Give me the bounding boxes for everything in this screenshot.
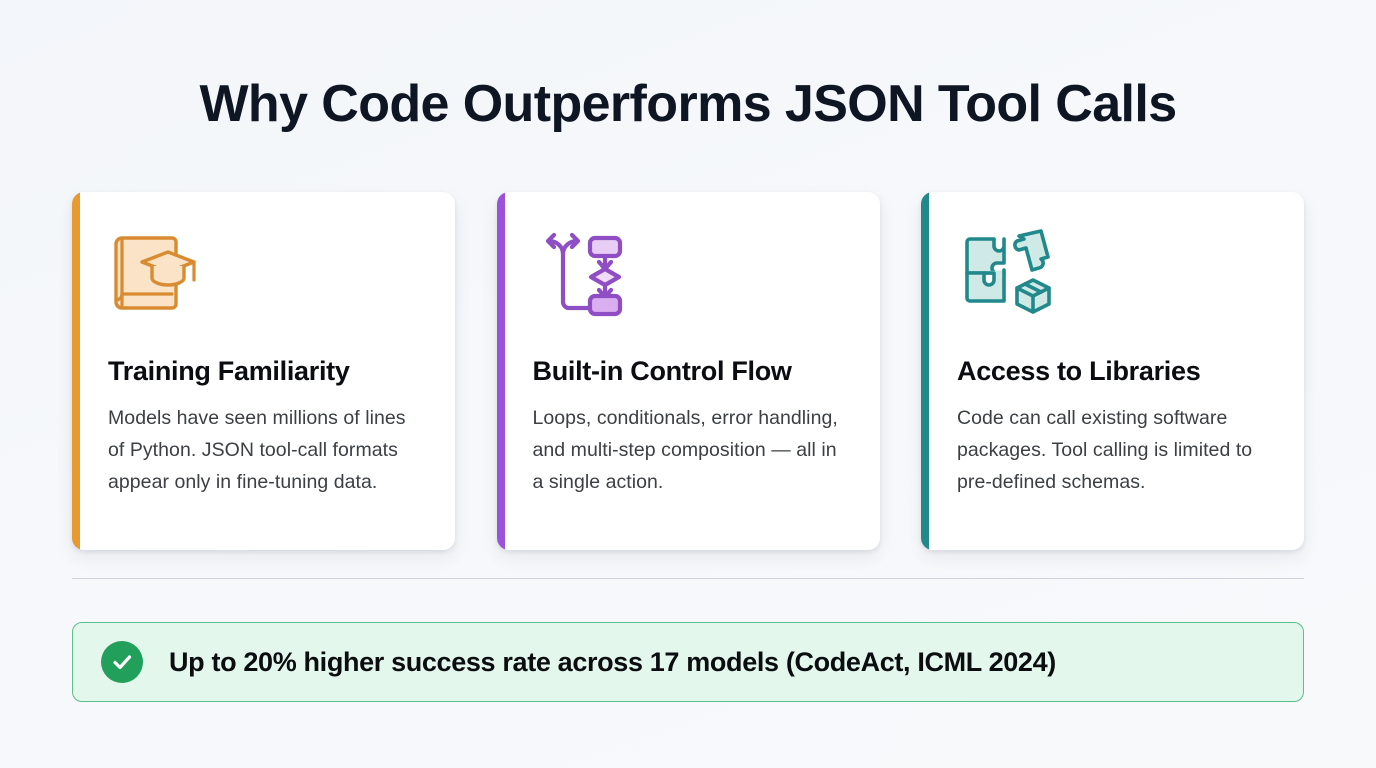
card-accent-bar-purple xyxy=(496,192,505,550)
book-graduation-cap-icon xyxy=(108,226,425,318)
card-accent-bar-orange xyxy=(72,192,80,550)
puzzle-pieces-package-icon xyxy=(957,226,1274,318)
section-divider xyxy=(72,578,1304,579)
flowchart-branch-icon xyxy=(533,226,850,318)
page-title: Why Code Outperforms JSON Tool Calls xyxy=(199,75,1177,133)
feature-card-training-familiarity[interactable]: Training Familiarity Models have seen mi… xyxy=(72,192,455,550)
banner-text: Up to 20% higher success rate across 17 … xyxy=(169,646,1056,677)
feature-card-built-in-control-flow[interactable]: Built-in Control Flow Loops, conditional… xyxy=(496,192,880,550)
card-body-text: Code can call existing software packages… xyxy=(957,407,1253,493)
card-body-text: Loops, conditionals, error handling, and… xyxy=(532,407,838,493)
check-circle-icon xyxy=(101,641,143,683)
card-body-text: Models have seen millions of lines of Py… xyxy=(108,407,406,493)
card-accent-bar-teal xyxy=(921,192,929,550)
feature-card-row: Training Familiarity Models have seen mi… xyxy=(72,192,1304,550)
card-title: Training Familiarity xyxy=(108,356,350,386)
highlight-banner: Up to 20% higher success rate across 17 … xyxy=(72,622,1304,702)
feature-card-access-to-libraries[interactable]: Access to Libraries Code can call existi… xyxy=(921,192,1304,550)
card-title: Access to Libraries xyxy=(957,356,1201,386)
card-title: Built-in Control Flow xyxy=(532,356,792,386)
